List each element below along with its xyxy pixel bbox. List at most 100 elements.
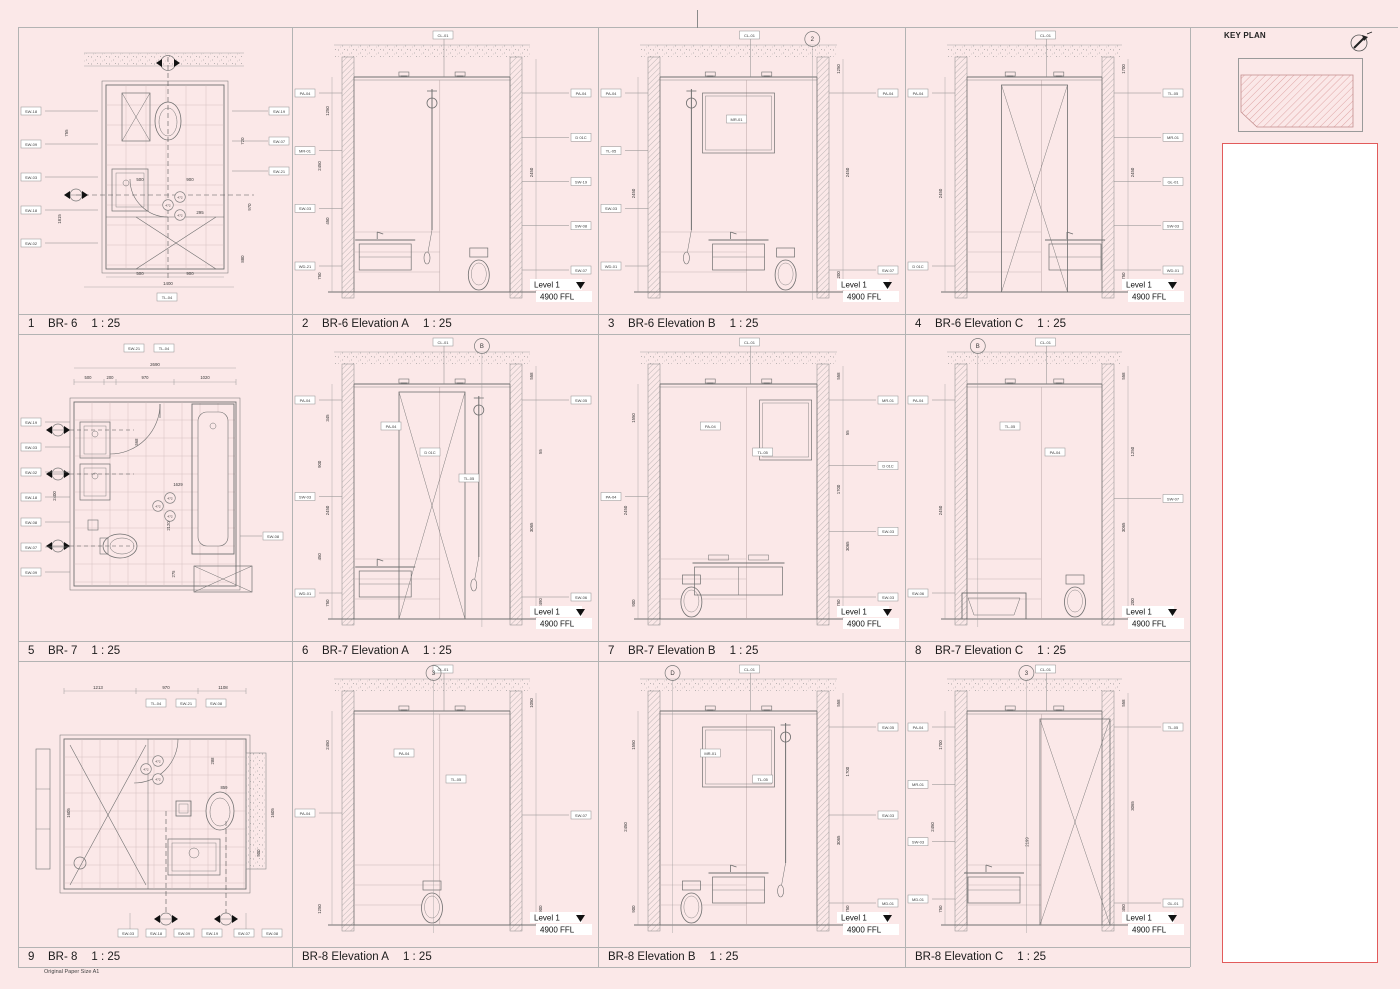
material-tag-chip (1162, 88, 1184, 98)
level-triangle-icon (883, 282, 892, 289)
section-marker-arrow (64, 426, 70, 434)
panel-title-name: BR- 7 (48, 645, 78, 657)
downlight-icon (1004, 378, 1016, 384)
section-marker-arrow (154, 915, 160, 923)
toilet-bowl (421, 892, 443, 924)
material-tag-chip (570, 88, 592, 98)
material-tag-label: D 01C (424, 450, 435, 455)
material-tag-chip (268, 166, 290, 176)
section-marker-arrow (214, 915, 220, 923)
toilet-bowl (1064, 586, 1086, 618)
material-tag-label: SW-07 (273, 139, 286, 144)
dimension-label: 2490 (538, 598, 543, 608)
panel-3-drawing: CL-012PA-04TL-05SW-03WD-01PA-04SW-07MR-0… (600, 30, 899, 302)
dimension-label: 558 (1121, 372, 1126, 380)
material-tag-chip (570, 265, 592, 275)
wall-section-right (816, 690, 830, 932)
grid-line (18, 947, 1190, 948)
shower-fixture (780, 731, 792, 743)
elevation-callout-label: 472 (167, 514, 172, 518)
material-tag-chip (20, 567, 42, 577)
panel-title-scale: 1 : 25 (709, 951, 739, 963)
downlight-icon (1004, 71, 1016, 77)
dimension-label: 295 (196, 210, 204, 215)
material-tag-label: SW-03 (25, 175, 38, 180)
elevation-callout (164, 510, 176, 522)
dimension-label: 900 (538, 905, 543, 913)
level-marker (1122, 912, 1174, 923)
panel-title-number: 9 (28, 951, 35, 963)
dimension-label: 1700 (845, 766, 850, 776)
shower-fixture (473, 404, 485, 416)
material-tag-label: GL-01 (1167, 179, 1179, 184)
panel-title-number: 2 (302, 318, 309, 330)
dimension-label: 1700 (938, 740, 943, 750)
dimension-label: 1213 (93, 685, 103, 690)
dimension-label: 900 (186, 271, 194, 276)
dimension-label: 2450 (938, 505, 943, 515)
material-tag-label: PA-04 (300, 91, 312, 96)
wall-section-left (954, 56, 968, 299)
panel-title-number: 3 (608, 318, 615, 330)
level-value-box (1128, 924, 1184, 935)
slab-speckle (334, 45, 530, 57)
key-plan-map (1238, 58, 1363, 132)
material-tag-chip (145, 698, 167, 708)
downlight-icon (761, 705, 773, 711)
material-tag-label: PA-04 (606, 494, 618, 499)
material-tag-chip (262, 531, 284, 541)
material-tag-chip (294, 588, 316, 598)
elevation-callout (152, 500, 164, 512)
material-tag-chip (700, 748, 721, 758)
material-tag-label: SW-03 (299, 494, 312, 499)
sheet-center-tick (697, 10, 698, 28)
material-tag-chip (739, 337, 760, 347)
grid-bubble (1018, 665, 1035, 681)
panel-title-number: 4 (915, 318, 922, 330)
material-tag-label: PA-04 (1050, 450, 1062, 455)
level-value: 4900 FFL (1132, 293, 1167, 302)
closet (121, 92, 151, 142)
level-name: Level 1 (534, 608, 560, 617)
level-value-box (536, 618, 592, 629)
toilet-bowl (467, 259, 490, 291)
material-tag-chip (907, 261, 929, 271)
dimension-label: 2450 (938, 188, 943, 198)
material-tag-chip (877, 898, 899, 908)
shower-fixture (686, 97, 697, 109)
grid-bubble-label: B (976, 344, 980, 350)
dimension-label: 750 (836, 599, 841, 607)
dimension-label: 900 (317, 460, 322, 468)
material-tag-chip (600, 261, 622, 271)
material-tag-label: MR-01 (704, 751, 717, 756)
material-tag-chip (907, 837, 929, 846)
dimension-label: 750 (845, 905, 850, 913)
level-marker (837, 912, 889, 923)
material-tag-chip (600, 88, 622, 98)
wall-section-left (954, 690, 968, 932)
material-tag-chip (1162, 265, 1184, 275)
material-tag-chip (726, 114, 747, 124)
wall-section-right (1101, 363, 1115, 626)
toilet-bowl (774, 259, 797, 291)
slab-speckle (640, 679, 837, 691)
downlight-icon (1053, 378, 1065, 384)
section-marker-arrow (46, 470, 52, 478)
material-tag-chip (739, 30, 760, 40)
material-tag-chip (20, 205, 42, 215)
panel-title-number: 8 (915, 645, 922, 657)
panel-title-name: BR-8 Elevation B (608, 951, 696, 963)
dimension-label: 1250 (836, 64, 841, 74)
material-tag-label: SW-19 (206, 931, 219, 936)
wall-section-left (647, 690, 661, 932)
dimension-label: 1250 (317, 904, 322, 914)
material-tag-label: MR-01 (882, 398, 895, 403)
section-marker-arrow (156, 59, 162, 67)
section-marker-arrow (64, 470, 70, 478)
dimension-label: 2400 (52, 491, 57, 501)
elevation-callout (152, 773, 164, 785)
dimension-label: 1700 (836, 484, 841, 494)
